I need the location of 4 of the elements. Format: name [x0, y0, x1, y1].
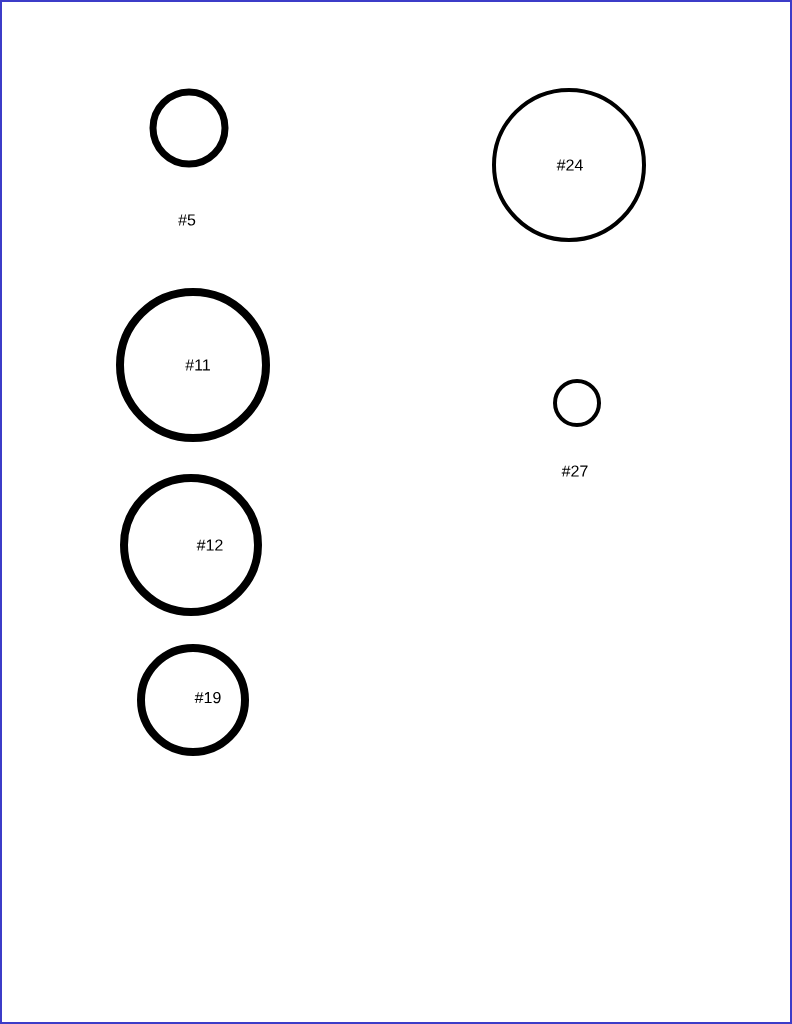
size-label: #27	[561, 465, 588, 477]
ring-circle	[553, 379, 601, 427]
size-label: #5	[178, 214, 196, 226]
ring-circle	[149, 88, 229, 168]
